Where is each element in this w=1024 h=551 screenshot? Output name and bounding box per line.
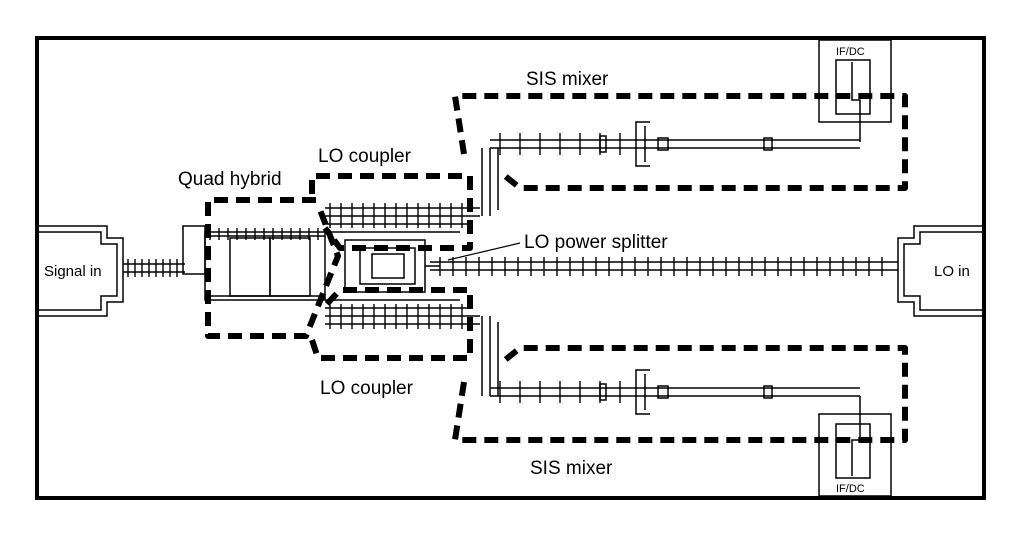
top-mixer-line-ticks <box>499 133 621 155</box>
lo-coupler-top-structure <box>325 203 480 233</box>
quad-hybrid-label: Quad hybrid <box>178 169 282 190</box>
if-dc-bottom-label: IF/DC <box>836 483 865 495</box>
lo-coupler-top-ticks <box>329 203 463 228</box>
connector-to-top-mixer <box>481 148 499 216</box>
bottom-mixer-line <box>490 369 860 415</box>
quad-hybrid-structure <box>182 225 326 301</box>
lo-coupler-bottom-ticks <box>329 304 463 329</box>
sis-mixer-bottom-outline <box>452 345 908 443</box>
top-mixer-line <box>490 121 860 167</box>
lo-feed-line <box>430 257 898 276</box>
lo-in-port: LO in <box>897 225 982 317</box>
sis-mixer-top-label: SIS mixer <box>526 69 609 90</box>
lo-power-splitter-label: LO power splitter <box>524 232 668 253</box>
lo-coupler-bottom-structure <box>325 299 480 329</box>
bottom-mixer-line-ticks <box>499 381 621 403</box>
sis-mixer-bottom-label: SIS mixer <box>530 458 613 479</box>
outer-frame <box>35 36 986 500</box>
signal-in-port: Signal in <box>39 225 124 317</box>
quad-hybrid-outline <box>205 197 341 339</box>
lo-coupler-bottom-label: LO coupler <box>320 378 414 399</box>
lo-feed-line-ticks <box>439 257 883 276</box>
signal-in-label: Signal in <box>44 263 102 280</box>
connector-to-bottom-mixer <box>481 316 499 396</box>
lo-coupler-top-label: LO coupler <box>318 146 412 167</box>
signal-feed-line-ticks <box>127 259 178 277</box>
lo-in-label: LO in <box>934 263 970 280</box>
lo-power-splitter-leader <box>447 242 521 261</box>
sis-mixer-top-outline <box>452 93 908 191</box>
if-dc-top-label: IF/DC <box>836 46 865 58</box>
if-dc-bottom-box: IF/DC <box>818 396 892 497</box>
lo-coupler-top-outline <box>309 173 473 251</box>
signal-feed-line <box>123 259 185 277</box>
if-dc-top-box: IF/DC <box>818 39 892 142</box>
lo-coupler-bottom-outline <box>309 287 473 361</box>
